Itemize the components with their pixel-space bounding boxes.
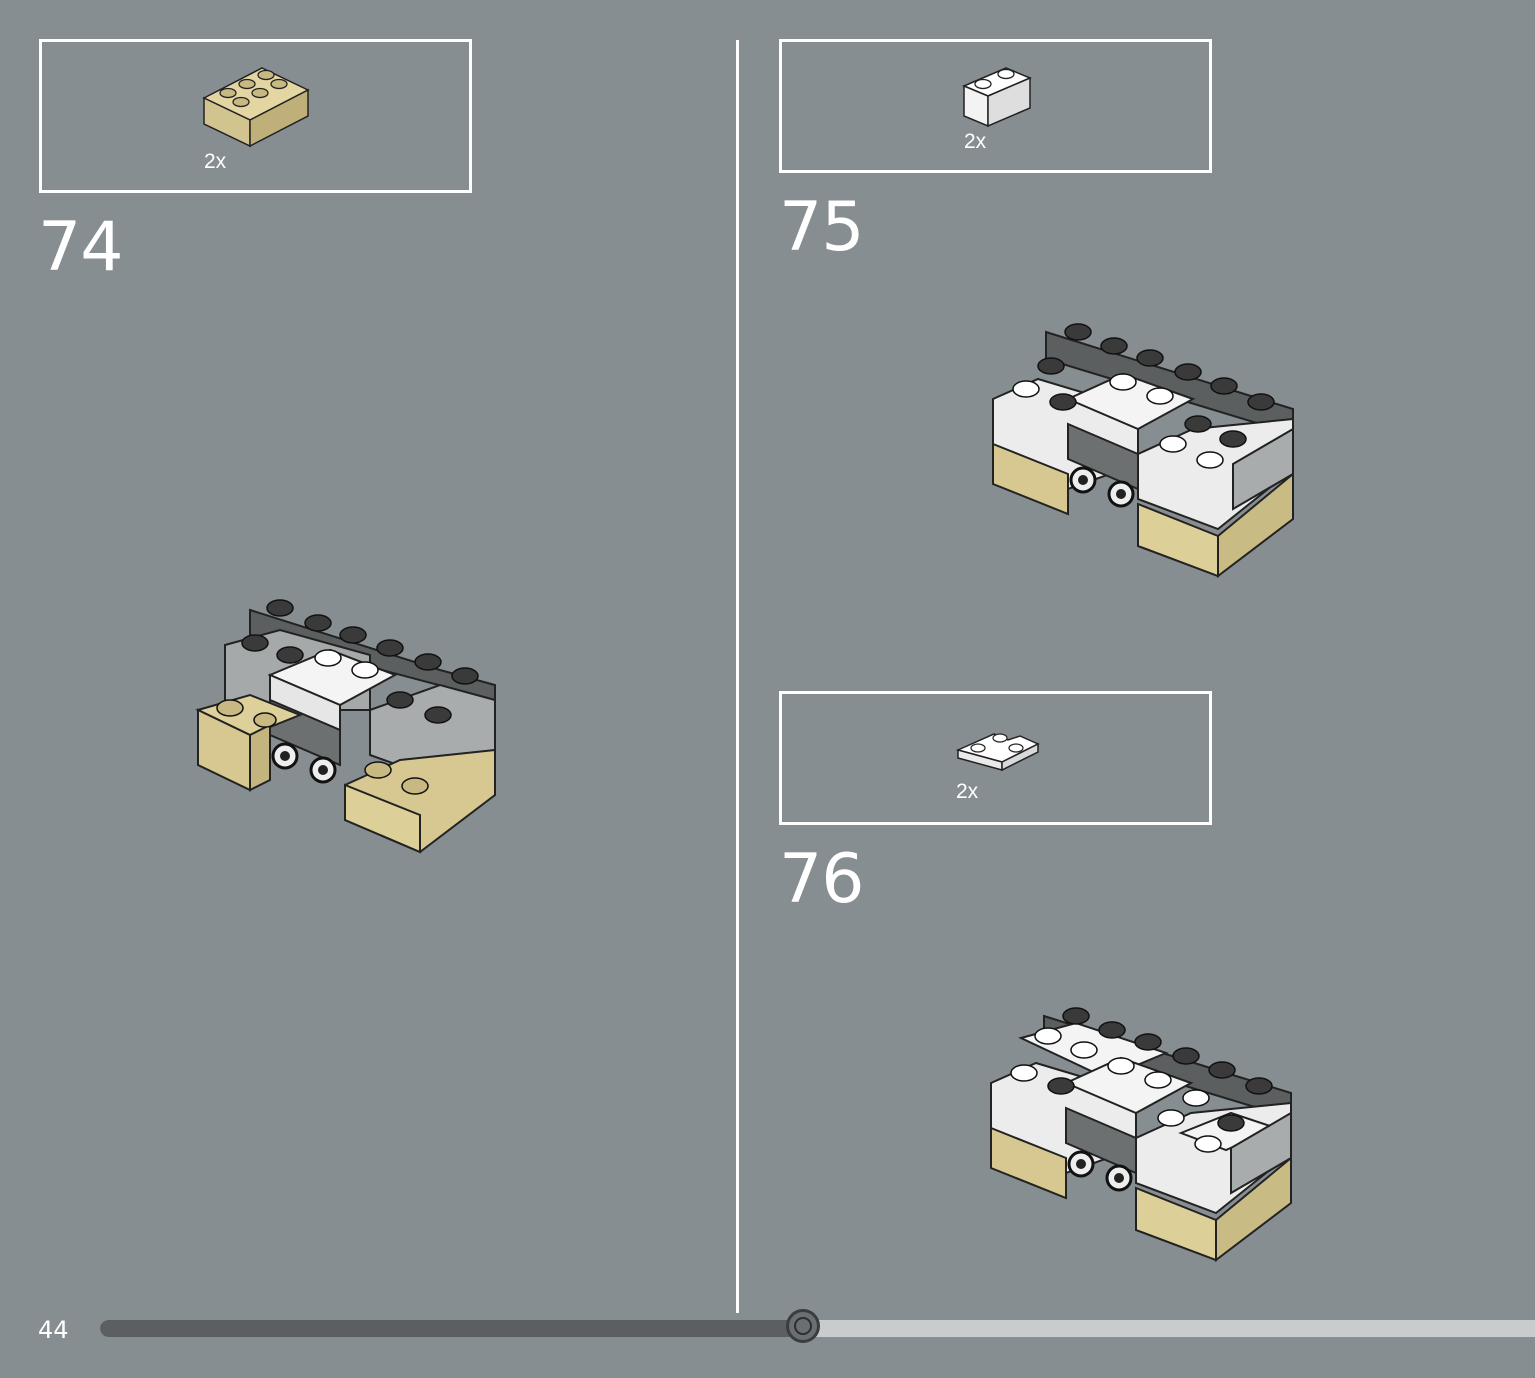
step-number-75: 75 xyxy=(779,188,865,267)
white-brick-icon xyxy=(962,67,1032,128)
page-number: 44 xyxy=(38,1316,69,1344)
progress-fill xyxy=(100,1320,804,1337)
white-corner-plate-icon xyxy=(955,733,1040,772)
part-quantity: 2x xyxy=(964,130,987,153)
model-assembly-step-75 xyxy=(992,323,1294,579)
step-number-76: 76 xyxy=(779,840,865,919)
progress-handle[interactable] xyxy=(786,1309,821,1343)
part-quantity: 2x xyxy=(204,150,227,173)
parts-callout-step-74: 2x xyxy=(39,39,472,193)
parts-callout-step-76: 2x xyxy=(779,691,1212,825)
tan-brick-icon xyxy=(202,67,310,148)
model-assembly-step-76 xyxy=(990,1007,1292,1263)
page-divider xyxy=(736,40,739,1313)
part-quantity: 2x xyxy=(956,780,979,803)
model-assembly-step-74 xyxy=(195,599,496,854)
step-number-74: 74 xyxy=(38,208,124,287)
parts-callout-step-75: 2x xyxy=(779,39,1212,173)
